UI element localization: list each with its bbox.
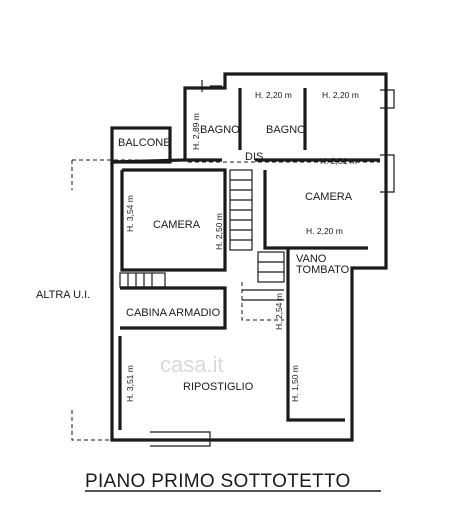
room-bagno-left: BAGNO <box>200 124 240 136</box>
height-bagno-top: H. 2,20 m <box>255 90 292 100</box>
room-ripostiglio: RIPOSTIGLIO <box>183 381 254 393</box>
windows <box>150 80 395 447</box>
watermark: casa.it <box>160 352 224 377</box>
height-dis: H. 2,81 m <box>320 156 357 166</box>
adjacent-boundary <box>71 159 180 441</box>
plan-title: PIANO PRIMO SOTTOTETTO <box>85 471 351 492</box>
balcony-walls <box>110 126 172 164</box>
height-ripostiglio-right: H. 1,50 m <box>290 365 300 402</box>
room-balcone: BALCONE <box>118 137 171 149</box>
room-camera-right: CAMERA <box>305 191 353 203</box>
height-ripostiglio-left: H. 3,51 m <box>125 365 135 402</box>
exterior-walls <box>110 72 388 442</box>
height-top-right: H. 2,20 m <box>322 90 359 100</box>
room-cabina: CABINA ARMADIO <box>126 307 221 319</box>
height-camera-left-right: H. 2,50 m <box>214 213 224 250</box>
room-vano-line2: TOMBATO <box>296 264 350 276</box>
interior-walls <box>118 88 380 430</box>
room-bagno-right: BAGNO <box>266 124 306 136</box>
height-stair: H. 2,54 m <box>274 293 284 330</box>
room-vano-line1: VANO <box>296 253 327 265</box>
height-bagno-left: H. 2,89 m <box>191 113 201 150</box>
room-dis: DIS. <box>245 151 266 163</box>
label-altra-ui: ALTRA U.I. <box>36 289 90 301</box>
staircase <box>119 169 285 321</box>
height-camera-left: H. 3,54 m <box>125 195 135 232</box>
height-camera-right: H. 2,20 m <box>306 226 343 236</box>
room-camera-left: CAMERA <box>153 219 201 231</box>
